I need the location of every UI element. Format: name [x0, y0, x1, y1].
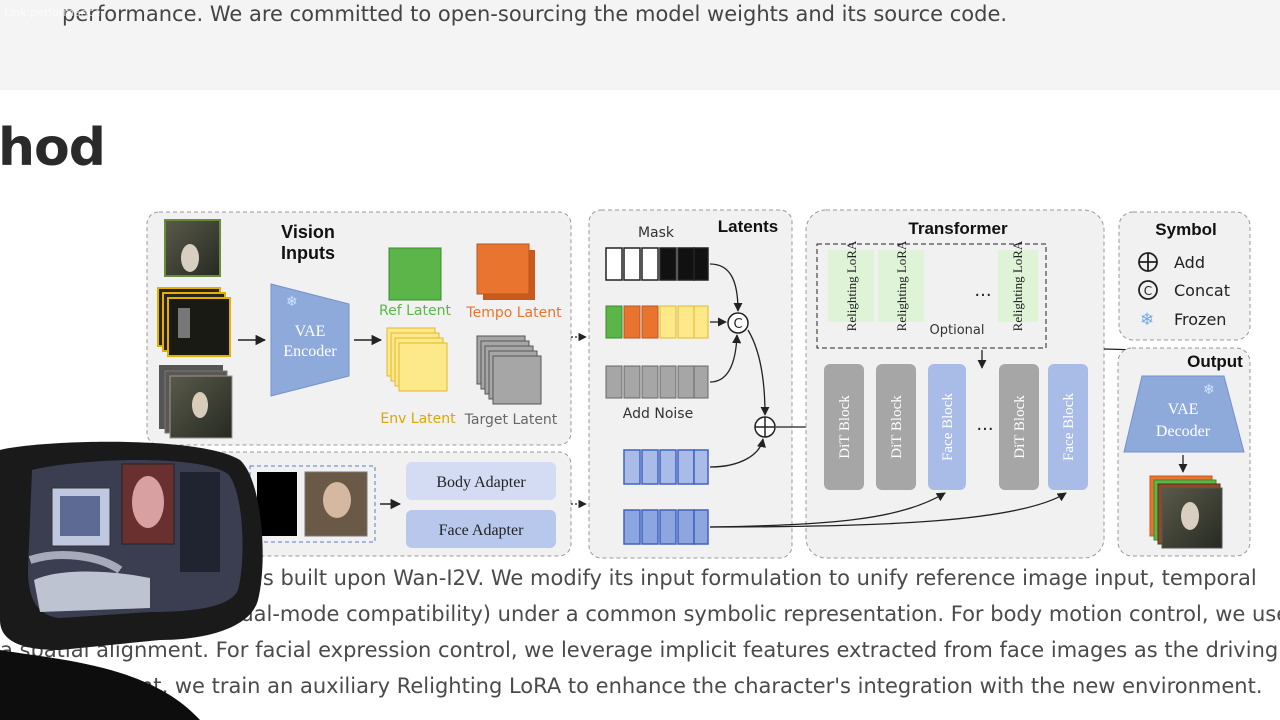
latent-row-color	[605, 305, 709, 339]
optional-label: Optional	[930, 323, 985, 338]
lora-ellipsis: ...	[974, 280, 991, 301]
vision-inputs-title-1: Vision	[281, 222, 335, 242]
face-token-row	[623, 509, 709, 545]
mask-row	[605, 247, 709, 281]
lora-block-1: Relighting LoRA	[828, 240, 874, 331]
ref-latent-label: Ref Latent	[379, 303, 451, 319]
concat-legend-icon	[1138, 280, 1158, 300]
face-block-label-2: Face Block	[1061, 393, 1077, 461]
add-legend-label: Add	[1174, 253, 1205, 272]
target-latent-label: Target Latent	[464, 412, 558, 428]
tempo-latent-label: Tempo Latent	[465, 305, 562, 321]
vae-encoder-shape	[270, 283, 350, 397]
symbol-title: Symbol	[1155, 220, 1216, 239]
concat-legend-label: Concat	[1174, 281, 1230, 300]
vision-inputs-title-2: Inputs	[281, 243, 335, 263]
transformer-title: Transformer	[908, 219, 1008, 238]
transformer-panel: Transformer Relighting LoRA Relighting L…	[805, 209, 1105, 559]
webcam-overlay	[0, 441, 263, 720]
latents-panel: Latents Mask Add Noise	[588, 209, 793, 559]
env-latent-stack	[386, 327, 448, 392]
output-title: Output	[1187, 352, 1243, 371]
output-panel: Output ❄ VAE Decoder	[1117, 347, 1251, 557]
target-latent-stack	[476, 335, 542, 405]
symbol-legend-panel: Symbol Add C Concat ❄ Frozen	[1118, 211, 1251, 341]
lora-block-3: Relighting LoRA	[998, 240, 1038, 331]
vae-decoder-label-2: Decoder	[1156, 423, 1211, 440]
paragraph-line-1: is built upon Wan-I2V. We modify its inp…	[257, 566, 1257, 590]
env-latent-label: Env Latent	[380, 411, 456, 427]
dit-block-2: DiT Block	[876, 364, 916, 490]
face-block-2: Face Block	[1048, 364, 1088, 490]
face-adapter-label: Face Adapter	[439, 522, 525, 539]
face-block-label-1: Face Block	[940, 393, 956, 461]
face-block-1: Face Block	[928, 364, 966, 490]
vae-encoder-label-1: VAE	[295, 323, 326, 340]
frozen-legend-label: Frozen	[1174, 310, 1226, 329]
output-video-stack	[1149, 475, 1223, 549]
vision-inputs-panel: Vision Inputs ❄ VAE Encoder Ref Latent	[146, 211, 572, 446]
concat-symbol	[727, 312, 749, 334]
vae-encoder-label-2: Encoder	[283, 343, 337, 360]
dit-block-3: DiT Block	[999, 364, 1039, 490]
vae-decoder-label-1: VAE	[1168, 401, 1199, 418]
dit-label-3: DiT Block	[1012, 395, 1028, 459]
dit-label-2: DiT Block	[889, 395, 905, 459]
mask-label: Mask	[638, 225, 675, 241]
body-adapter-box	[406, 462, 556, 500]
lora-label-3: Relighting LoRA	[1010, 240, 1025, 331]
vae-decoder-shape	[1123, 375, 1245, 453]
target-frames-stack	[159, 365, 233, 439]
snowflake-icon: ❄	[286, 294, 298, 310]
video-frames-stack	[157, 287, 231, 357]
frozen-legend-icon: ❄	[1140, 310, 1154, 330]
body-token-row	[623, 449, 709, 485]
dit-label-1: DiT Block	[837, 395, 853, 459]
block-ellipsis: ...	[976, 414, 993, 435]
body-adapter-label: Body Adapter	[436, 474, 526, 491]
decoder-snowflake-icon: ❄	[1203, 382, 1215, 398]
overlay-small-label: Link performance	[4, 6, 101, 19]
add-noise-label: Add Noise	[623, 406, 693, 422]
face-adapter-box	[406, 510, 556, 548]
tempo-latent-square	[476, 243, 530, 295]
top-section-band	[0, 0, 1280, 90]
dit-block-1: DiT Block	[824, 364, 864, 490]
lora-label-2: Relighting LoRA	[894, 240, 909, 331]
concat-symbol-letter: C	[733, 317, 742, 332]
latents-title: Latents	[718, 217, 778, 236]
paragraph-line-4: ent, we train an auxiliary Relighting Lo…	[127, 674, 1263, 698]
pose-frame-thumb	[257, 472, 297, 536]
intro-text-line: performance. We are committed to open-so…	[62, 2, 1008, 26]
latent-row-noise	[605, 365, 709, 399]
ref-latent-square	[388, 247, 442, 301]
paragraph-line-3: a spatial alignment. For facial expressi…	[0, 638, 1280, 662]
lora-label-1: Relighting LoRA	[844, 240, 859, 331]
concat-legend-letter: C	[1144, 284, 1152, 298]
lora-block-2: Relighting LoRA	[878, 240, 924, 331]
section-heading: hod	[0, 118, 106, 178]
